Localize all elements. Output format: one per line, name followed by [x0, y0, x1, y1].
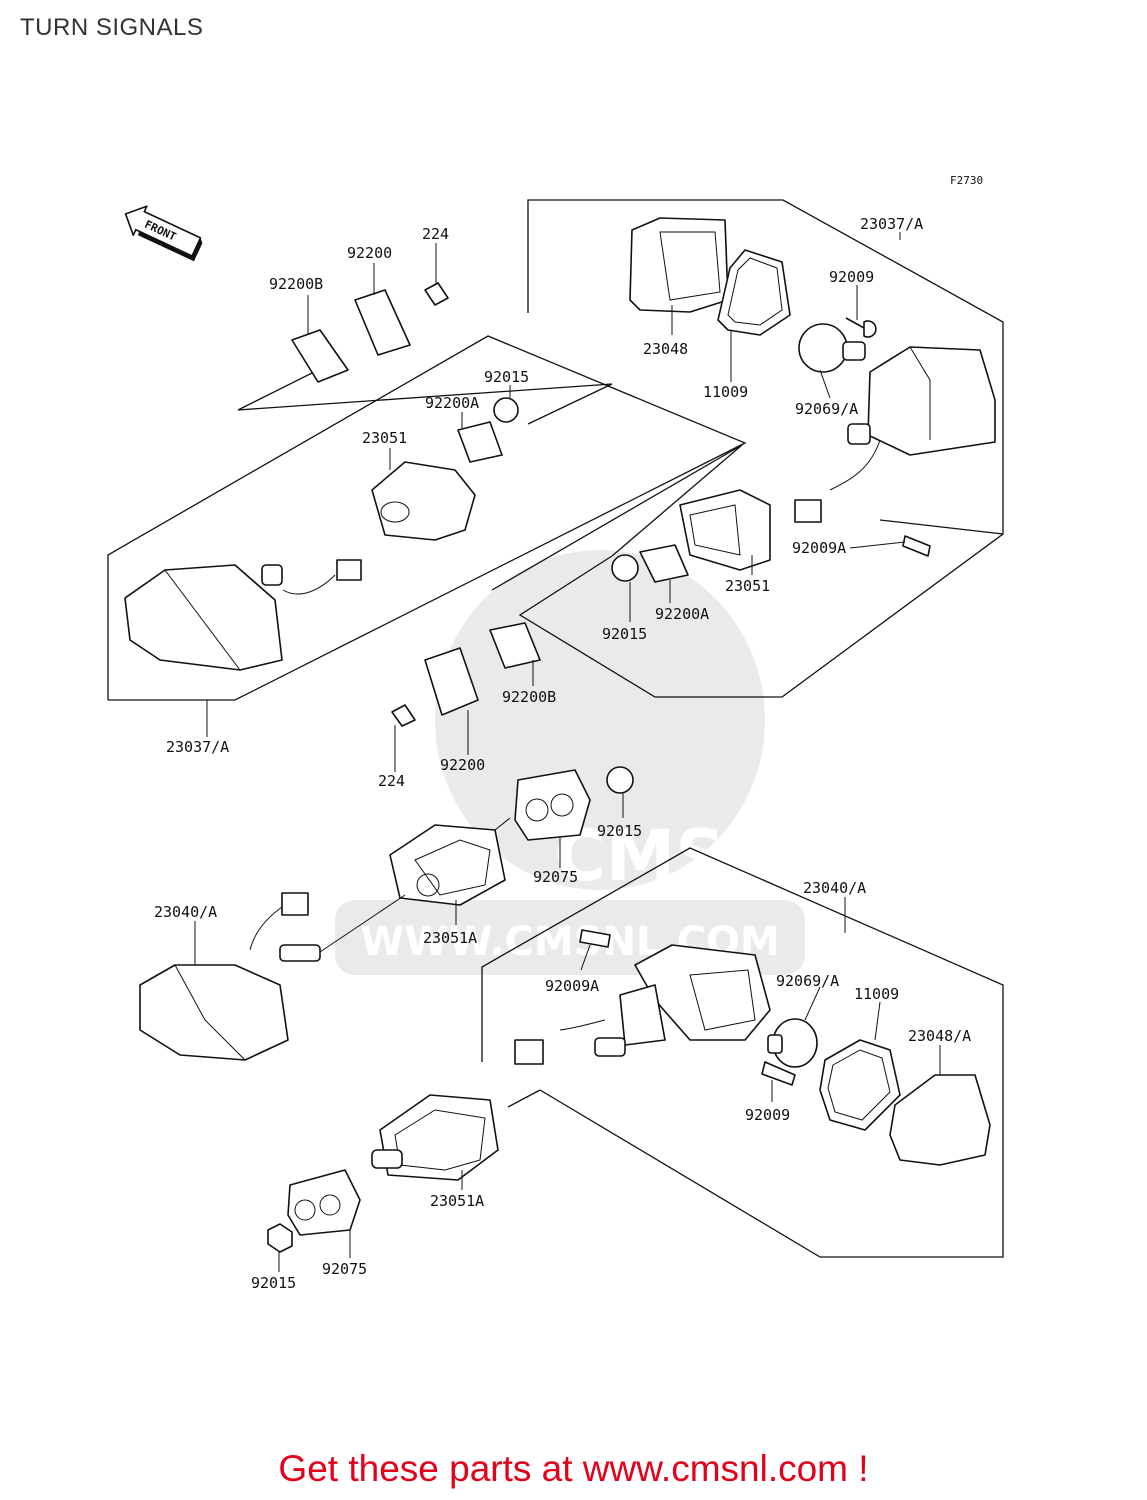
callout-23051-right: 23051	[725, 577, 770, 595]
callout-23040A-right: 23040/A	[803, 879, 866, 897]
page-title: TURN SIGNALS	[20, 14, 204, 41]
callout-92009-lower: 92009	[745, 1106, 790, 1124]
callout-92015-lower: 92015	[251, 1274, 296, 1292]
callout-92009A-lower: 92009A	[545, 977, 599, 995]
callout-92009A-top-right: 92009A	[792, 539, 846, 557]
callout-23037A-top-right: 23037/A	[860, 215, 923, 233]
figure-code: F2730	[950, 174, 983, 187]
callout-92069A-top-right: 92069/A	[795, 400, 858, 418]
front-arrow-icon: FRONT	[124, 205, 203, 262]
top-right-assembly	[391, 199, 1004, 727]
bottom-left-parts	[267, 1094, 499, 1253]
callout-92200A-top: 92200A	[425, 394, 479, 412]
callout-92015-right-middle: 92015	[597, 822, 642, 840]
footer-link[interactable]: Get these parts at www.cmsnl.com !	[278, 1448, 869, 1489]
callout-224-middle: 224	[378, 772, 405, 790]
callout-224-top: 224	[422, 225, 449, 243]
callout-11009-lower: 11009	[854, 985, 899, 1003]
callout-92069A-lower: 92069/A	[776, 972, 839, 990]
callout-23040A-left: 23040/A	[154, 903, 217, 921]
watermark-logo: CMS	[554, 815, 725, 897]
callout-92200B-middle: 92200B	[502, 688, 556, 706]
callout-23051-top: 23051	[362, 429, 407, 447]
callout-92200A-right: 92200A	[655, 605, 709, 623]
callout-23048: 23048	[643, 340, 688, 358]
callout-92015-middle: 92015	[602, 625, 647, 643]
middle-parts	[139, 766, 634, 1061]
callout-92075-lower: 92075	[322, 1260, 367, 1278]
callout-23037A-left: 23037/A	[166, 738, 229, 756]
leader-lines	[194, 232, 941, 1272]
callout-92200-top: 92200	[347, 244, 392, 262]
callout-92009-top-right: 92009	[829, 268, 874, 286]
callout-92075-middle: 92075	[533, 868, 578, 886]
callout-11009-top-right: 11009	[703, 383, 748, 401]
callout-92200-middle: 92200	[440, 756, 485, 774]
lower-right-assembly	[481, 847, 1004, 1258]
callout-23051A-lower: 23051A	[430, 1192, 484, 1210]
top-left-assembly	[107, 282, 747, 701]
callout-23051A-middle: 23051A	[423, 929, 477, 947]
callout-92015-top: 92015	[484, 368, 529, 386]
part-number-callouts: 23037/A 92009 23048 11009 92069/A 92009A…	[154, 215, 971, 1292]
callout-23048A: 23048/A	[908, 1027, 971, 1045]
callout-92200B-top: 92200B	[269, 275, 323, 293]
